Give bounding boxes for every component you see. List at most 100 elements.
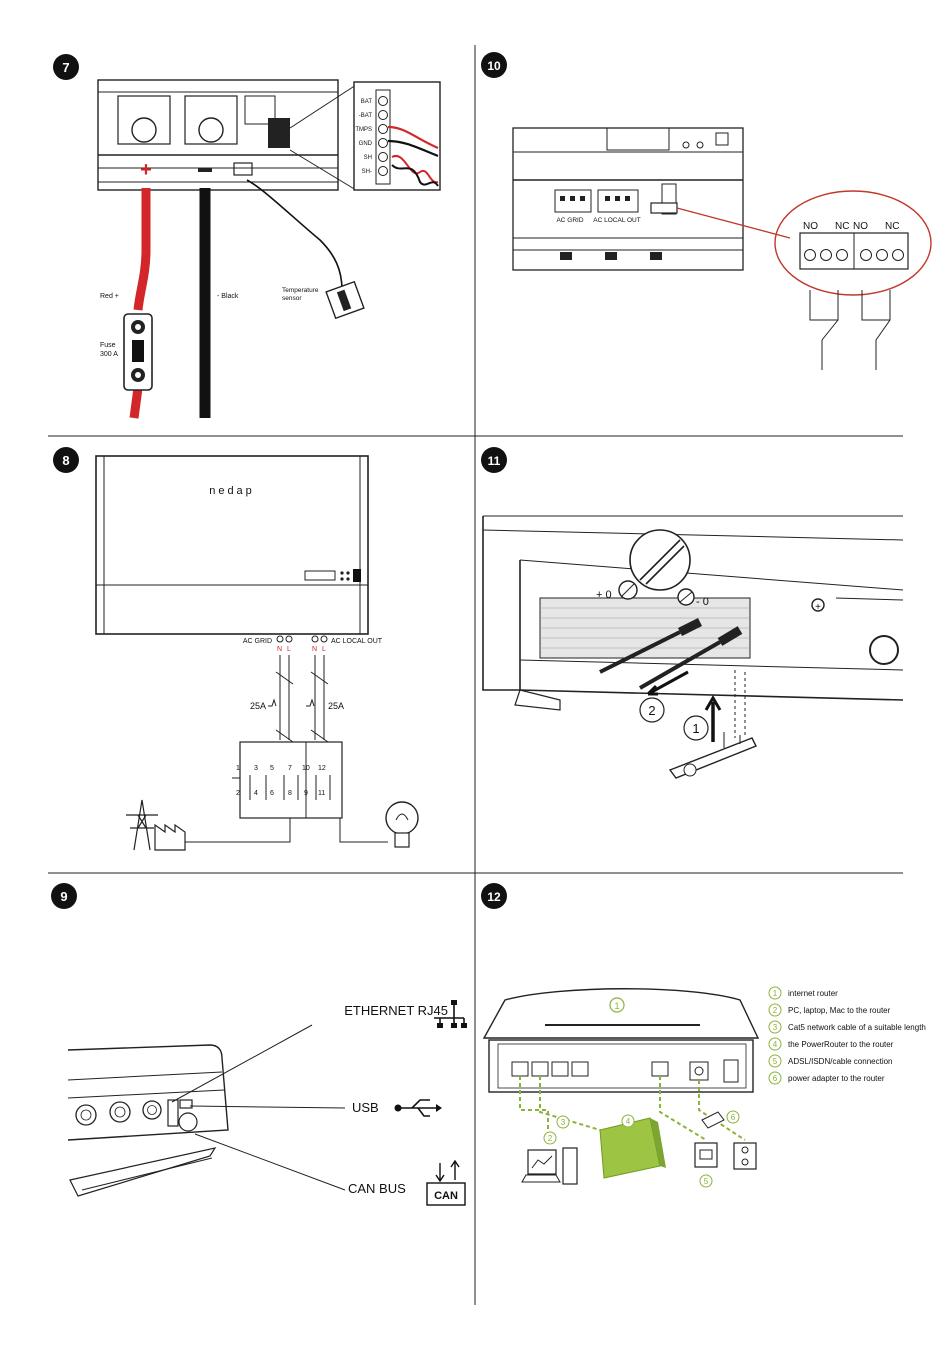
panel-12: 12 1 [481,883,926,1188]
l-label-grid: L [287,646,291,653]
relay-no-label-2: NO [853,221,868,232]
step-badge-9 [51,883,77,909]
relay-nc-label-2: NC [885,221,899,232]
terminal-label-sh: SH [364,155,372,161]
panel-9: 9 ETHERNET RJ45 USB CAN BUS [51,883,467,1206]
can-bus-icon [435,1159,460,1183]
step-2-circle [639,697,665,723]
breaker-left-rating: 25A [250,701,266,711]
svg-text:- 0: - 0 [696,596,709,608]
legend-num-4: 4 [773,1040,778,1049]
callout-2: 2 [548,1134,553,1143]
unlock-tool-icon [668,737,757,779]
red-cable [133,188,151,311]
inverter-bottom-edge [482,516,521,691]
sensor-wire-black [387,139,439,158]
contact-1: 1 [236,765,240,772]
can-box-label: CAN [434,1190,458,1202]
legend-text-5: ADSL/ISDN/cable connection [788,1057,893,1066]
contactor-box [239,741,343,819]
arrow-step-2 [647,670,689,696]
step-badge-10 [481,52,507,78]
breaker-right-rating: 25A [328,701,344,711]
usb-icon [398,1099,436,1117]
relay-zoom-circle [774,190,932,296]
sensor-connector [268,118,290,148]
contact-6: 6 [270,790,274,797]
contact-2: 2 [236,790,240,797]
step-1-label: 1 [692,721,699,736]
panel-10: 10 AC GRID AC LOCAL OUT NO NC NO NC [481,52,932,370]
router-lan-ports [511,1061,589,1077]
contact-9: 9 [304,790,308,797]
powerrouter-icon [599,1117,666,1179]
legend-text-2: PC, laptop, Mac to the router [788,1006,891,1015]
cable-adsl [659,1076,707,1141]
cable-powerrouter [539,1076,601,1131]
router-back [488,1039,754,1093]
panel-7: 7 + BAT -BAT TMPS GND SH SH- [53,54,441,419]
panel-11: 11 + 0 - 0 + 2 [481,447,904,779]
n-label-out: N [312,646,317,653]
svg-text:+ 0: + 0 [596,589,612,601]
step-badge-11 [481,447,507,473]
network-legend: 1 2 3 4 5 6 internet router PC, laptop, … [768,986,926,1085]
powerrouter-housing [95,455,369,635]
step-badge-11-label: 11 [488,454,501,468]
contact-10: 10 [302,765,310,772]
callout-5: 5 [704,1177,709,1186]
usb-label: USB [352,1100,379,1115]
light-bulb-icon [385,801,419,848]
inverter-corner [67,1044,229,1141]
legend-num-2: 2 [773,1006,778,1015]
relay-nc-label-1: NC [835,221,849,232]
usb-port [179,1099,193,1109]
power-adapter-icon [701,1111,725,1129]
cable-pc [519,1076,549,1145]
pc-icon [521,1147,578,1185]
legend-num-3: 3 [773,1023,778,1032]
ethernet-port [167,1099,179,1127]
contact-7: 7 [288,765,292,772]
step-badge-12 [481,883,507,909]
router-top [482,988,760,1039]
legend-text-3: Cat5 network cable of a suitable length [788,1023,926,1032]
can-bus-port [178,1112,198,1132]
legend-num-6: 6 [773,1074,778,1083]
contact-11: 11 [318,790,325,797]
sensor-cable [246,179,343,291]
step-badge-7-label: 7 [62,60,69,75]
ethernet-icon [434,1004,465,1024]
callout-4: 4 [626,1117,631,1126]
sensor-label: sensor [282,295,302,302]
wall-socket-icon [733,1142,757,1170]
fuse-rating-label: 300 A [100,351,118,358]
contact-4: 4 [254,790,258,797]
can-box [426,1182,466,1206]
contact-8: 8 [288,790,292,797]
step-badge-8-label: 8 [62,453,69,468]
contact-5: 5 [270,765,274,772]
legend-text-1: internet router [788,989,838,998]
battery-terminal-plus [117,95,171,145]
red-label: Red + [100,293,119,300]
l-label-out: L [322,646,326,653]
router-power-port [689,1061,709,1081]
step-1-circle [683,715,709,741]
router-number: 1 [614,1001,619,1011]
step-badge-7 [53,54,79,80]
terminal-block [375,89,391,185]
callout-3: 3 [561,1118,566,1127]
step-2-label: 2 [648,703,655,718]
can-bus-label: CAN BUS [348,1181,406,1196]
grid-pylon-icon [126,799,158,851]
relay-no-label-1: NO [803,221,818,232]
plus-sign: + [140,159,152,181]
cable-power [698,1080,746,1141]
svg-text:+: + [815,602,821,613]
sensor-wire-red [387,125,439,150]
callout-6: 6 [731,1113,736,1122]
terminal-label-bat: BAT [361,99,373,105]
black-label: - Black [217,293,239,300]
ac-grid-label: AC GRID [556,217,583,224]
